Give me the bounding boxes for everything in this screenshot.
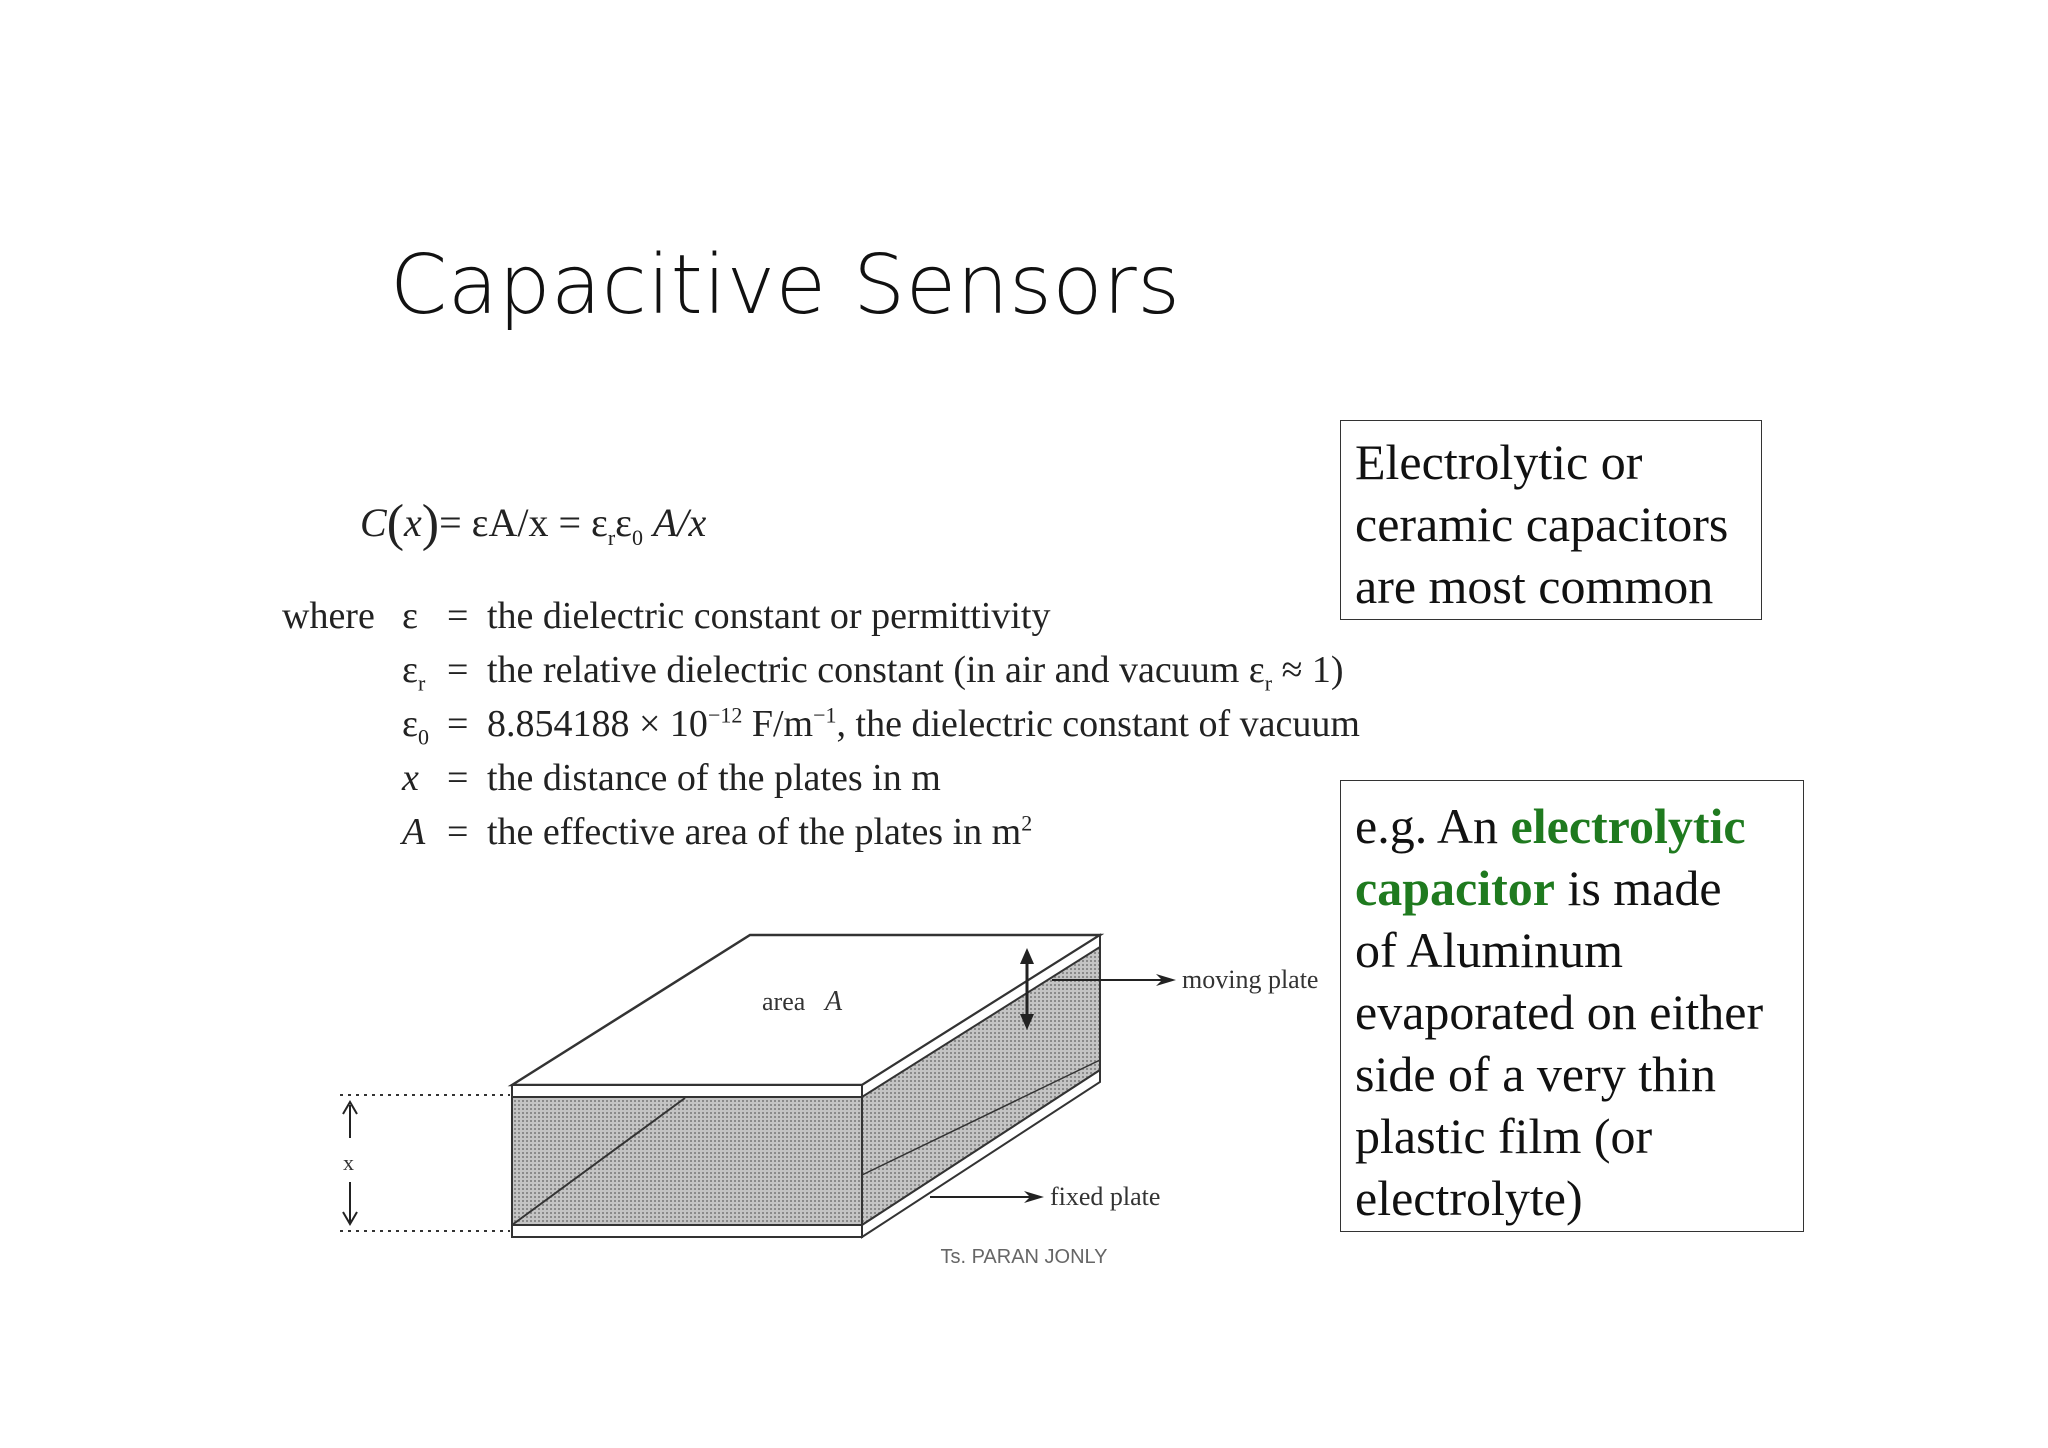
box2-line-7: electrolyte): [1355, 1170, 1583, 1226]
formula-sub-0: 0: [631, 525, 643, 550]
text-pre: 8.854188 × 10: [487, 703, 708, 745]
common-capacitors-box: Electrolytic or ceramic capacitors are m…: [1340, 420, 1762, 620]
text-sup2: −1: [813, 702, 837, 728]
formula-lhs: C: [360, 500, 387, 545]
symbol-a: A: [402, 811, 426, 853]
definition-symbol: x: [402, 756, 442, 800]
definition-symbol: A: [402, 810, 442, 854]
formula-sub-r: r: [607, 525, 616, 550]
box2-text: is made: [1554, 860, 1722, 916]
text-post: ≈ 1): [1272, 649, 1344, 691]
moving-plate-label: moving plate: [1182, 965, 1318, 994]
box2-line-2: capacitor is made: [1355, 857, 1803, 919]
dimension-arrowhead-up: [342, 1100, 358, 1115]
text-sup: −12: [707, 702, 743, 728]
definition-symbol: εr: [402, 648, 442, 697]
equals-sign: =: [447, 649, 469, 691]
definition-text: the distance of the plates in m: [487, 757, 941, 799]
symbol-sub: r: [417, 670, 426, 696]
box2-line-3: of Aluminum: [1355, 922, 1624, 978]
definition-text: 8.854188 × 10−12 F/m−1, the dielectric c…: [487, 702, 1360, 746]
definition-text: the effective area of the plates in m2: [487, 810, 1032, 854]
symbol-epsilon: ε: [402, 649, 418, 691]
parallel-plate-diagram: area A moving plate fixed plate x: [340, 933, 1318, 1239]
formula-arg: x: [404, 500, 422, 545]
box1-line: Electrolytic or: [1355, 434, 1643, 490]
electrolytic-example-box: e.g. An electrolytic capacitor is made o…: [1340, 780, 1804, 1232]
equals-sign: =: [447, 703, 469, 745]
where-label: where: [282, 595, 375, 637]
box1-line: ceramic capacitors: [1355, 496, 1729, 552]
pointer-arrowhead: [1024, 1191, 1044, 1203]
dielectric-side-face: [511, 1094, 863, 1226]
paren-open: (: [386, 495, 405, 552]
hidden-edge: [511, 1097, 686, 1226]
box2-line-4: evaporated on either: [1355, 984, 1764, 1040]
highlight-electrolytic: electrolytic: [1510, 798, 1746, 854]
motion-arrow-head-up: [1020, 948, 1034, 964]
box2-line-1: e.g. An electrolytic: [1355, 795, 1803, 857]
text-mid: F/m: [742, 703, 814, 745]
definition-symbol: ε: [402, 594, 442, 638]
fixed-plate-front: [511, 1224, 863, 1238]
distance-label: x: [343, 1150, 354, 1175]
hidden-edge: [861, 1059, 1101, 1176]
equals-sign: =: [447, 757, 469, 799]
symbol-epsilon: ε: [402, 595, 418, 637]
text-sub: r: [1264, 670, 1273, 696]
moving-plate-front: [511, 1084, 863, 1098]
text-pre: the effective area of the plates in m: [487, 811, 1022, 853]
definition-text: the relative dielectric constant (in air…: [487, 648, 1344, 697]
slide-title: Capacitive Sensors: [390, 238, 1181, 333]
text-sup: 2: [1021, 810, 1033, 836]
footer-author: Ts. PARAN JONLY: [940, 1246, 1108, 1268]
box1-line: are most common: [1355, 558, 1714, 614]
text-pre: the relative dielectric constant (in air…: [487, 649, 1265, 691]
dimension-arrowhead-down: [342, 1211, 358, 1226]
definition-text: the dielectric constant or permittivity: [487, 595, 1051, 637]
capacitance-formula: C(x)= εA/x = εrε0 A/x: [360, 494, 706, 553]
formula-tail: A/x: [652, 500, 707, 545]
equals-sign: =: [447, 811, 469, 853]
motion-arrow-head-down: [1020, 1014, 1034, 1030]
fixed-plate-label: fixed plate: [1050, 1182, 1160, 1211]
box2-text: e.g. An: [1355, 798, 1511, 854]
text-post: , the dielectric constant of vacuum: [836, 703, 1360, 745]
area-label: area: [762, 987, 806, 1016]
area-symbol: A: [823, 986, 843, 1017]
formula-eq1: = εA/x = ε: [439, 500, 608, 545]
paren-close: ): [421, 495, 440, 552]
symbol-epsilon: ε: [402, 703, 418, 745]
moving-plate-side: [861, 933, 1101, 1099]
highlight-capacitor: capacitor: [1355, 860, 1555, 916]
symbol-x: x: [402, 757, 419, 799]
symbol-sub: 0: [417, 724, 429, 750]
formula-eps: ε: [615, 500, 632, 545]
definition-symbol: ε0: [402, 702, 442, 751]
pointer-arrowhead: [1156, 974, 1176, 986]
equals-sign: =: [447, 595, 469, 637]
box2-line-5: side of a very thin: [1355, 1046, 1717, 1102]
fixed-plate-side: [861, 1068, 1101, 1239]
box2-line-6: plastic film (or: [1355, 1108, 1653, 1164]
